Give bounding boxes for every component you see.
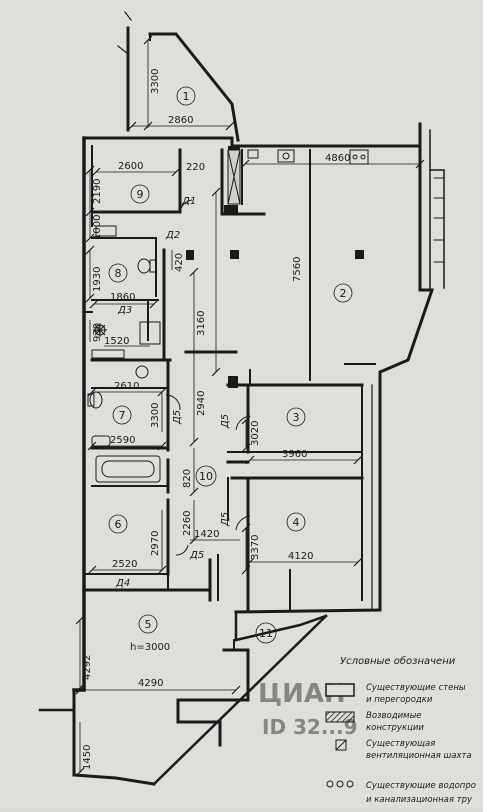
legend-swatch-pipes-icon	[326, 780, 354, 788]
svg-text:Существующая: Существующая	[366, 739, 435, 749]
dim-1450: 1450	[82, 745, 93, 770]
svg-text:11: 11	[259, 627, 273, 640]
svg-text:8: 8	[115, 267, 122, 280]
room-1: 1	[176, 86, 196, 106]
dim-1930: 1930	[92, 267, 103, 292]
dim-2260: 2260	[182, 511, 193, 536]
room-10: 10	[195, 465, 217, 487]
dimension-labels: 3300 2860 4860 2600 220 2190 1000 420 75…	[82, 69, 350, 770]
room-7: 7	[112, 405, 132, 425]
bath-fixtures	[87, 225, 161, 483]
svg-text:Возводимые: Возводимые	[366, 711, 422, 721]
dim-4290: 4290	[138, 678, 163, 689]
dimension-ticks	[75, 35, 425, 777]
legend-swatch-walls	[325, 683, 355, 697]
legend-swatch-vent-shaft-icon	[335, 739, 347, 751]
dim-4120: 4120	[288, 551, 313, 562]
dim-2600: 2600	[118, 161, 143, 172]
dim-1520: 1520	[104, 336, 129, 347]
legend: Условные обозначени Существующие стены и…	[325, 655, 476, 805]
svg-text:конструкции: конструкции	[366, 723, 424, 733]
svg-text:10: 10	[199, 470, 213, 483]
dim-2190: 2190	[92, 179, 103, 204]
door-swings	[165, 199, 251, 556]
door-label-d5-a: Д5	[172, 410, 183, 425]
dim-7560: 7560	[292, 257, 303, 282]
legend-swatch-new-constructions	[325, 711, 355, 723]
dimension-lines	[79, 40, 420, 772]
door-labels: Д1 Д2 Д3 Д4 Д5 Д5 Д5 Д5	[115, 196, 231, 589]
dim-4292: 4292	[82, 655, 93, 680]
dim-3020: 3020	[250, 421, 261, 446]
dim-2970: 2970	[150, 531, 161, 556]
dim-1420: 1420	[194, 529, 219, 540]
dim-2860: 2860	[168, 115, 193, 126]
kitchen-fixtures	[227, 149, 369, 205]
room-5: 5	[138, 614, 158, 634]
dim-3160: 3160	[196, 311, 207, 336]
dim-3370: 3370	[250, 535, 261, 560]
svg-text:вентиляционная шахта: вентиляционная шахта	[366, 751, 472, 761]
room-6: 6	[108, 514, 128, 534]
dim-930: 930	[92, 323, 103, 342]
dim-2520: 2520	[112, 559, 137, 570]
svg-text:Существующие водопро: Существующие водопро	[366, 781, 476, 791]
door-label-d5-d: Д5	[189, 550, 204, 561]
door-label-d5-c: Д5	[220, 512, 231, 527]
dim-420: 420	[174, 253, 185, 272]
dim-3300-top: 3300	[150, 69, 161, 94]
door-label-d4: Д4	[115, 578, 130, 589]
svg-text:и канализационная тру: и канализационная тру	[366, 795, 473, 805]
svg-text:Существующие стены: Существующие стены	[366, 683, 466, 693]
room-9: 9	[130, 184, 150, 204]
door-label-d5-b: Д5	[220, 414, 231, 429]
svg-text:2: 2	[340, 287, 347, 300]
door-label-d1: Д1	[181, 196, 196, 207]
legend-title: Условные обозначени	[340, 655, 456, 667]
door-label-d3: Д3	[117, 305, 132, 316]
svg-text:3: 3	[293, 411, 300, 424]
door-label-d2: Д2	[165, 230, 180, 241]
dim-220: 220	[186, 162, 205, 173]
svg-text:7: 7	[119, 409, 126, 422]
room-4: 4	[286, 512, 306, 532]
dim-3300-mid: 3300	[150, 403, 161, 428]
room-11: 11	[255, 622, 277, 644]
dim-4860: 4860	[325, 153, 350, 164]
room-3: 3	[286, 407, 306, 427]
dim-820: 820	[182, 469, 193, 488]
room-2: 2	[333, 283, 353, 303]
svg-text:9: 9	[137, 188, 144, 201]
room-8: 8	[108, 263, 128, 283]
svg-text:5: 5	[145, 618, 152, 631]
dim-1000: 1000	[92, 215, 103, 240]
dim-2610: 2610	[114, 381, 139, 392]
dim-2940: 2940	[196, 391, 207, 416]
svg-text:6: 6	[115, 518, 122, 531]
svg-text:4: 4	[293, 516, 300, 529]
svg-text:и перегородки: и перегородки	[366, 695, 433, 705]
room-labels: 1 2 3 4 5 6 7 8 9 10 11	[108, 86, 353, 644]
dim-1860: 1860	[110, 292, 135, 303]
ceiling-height-note: h=3000	[130, 642, 170, 653]
dim-3960: 3960	[282, 449, 307, 460]
svg-text:1: 1	[183, 90, 190, 103]
dim-2590: 2590	[110, 435, 135, 446]
